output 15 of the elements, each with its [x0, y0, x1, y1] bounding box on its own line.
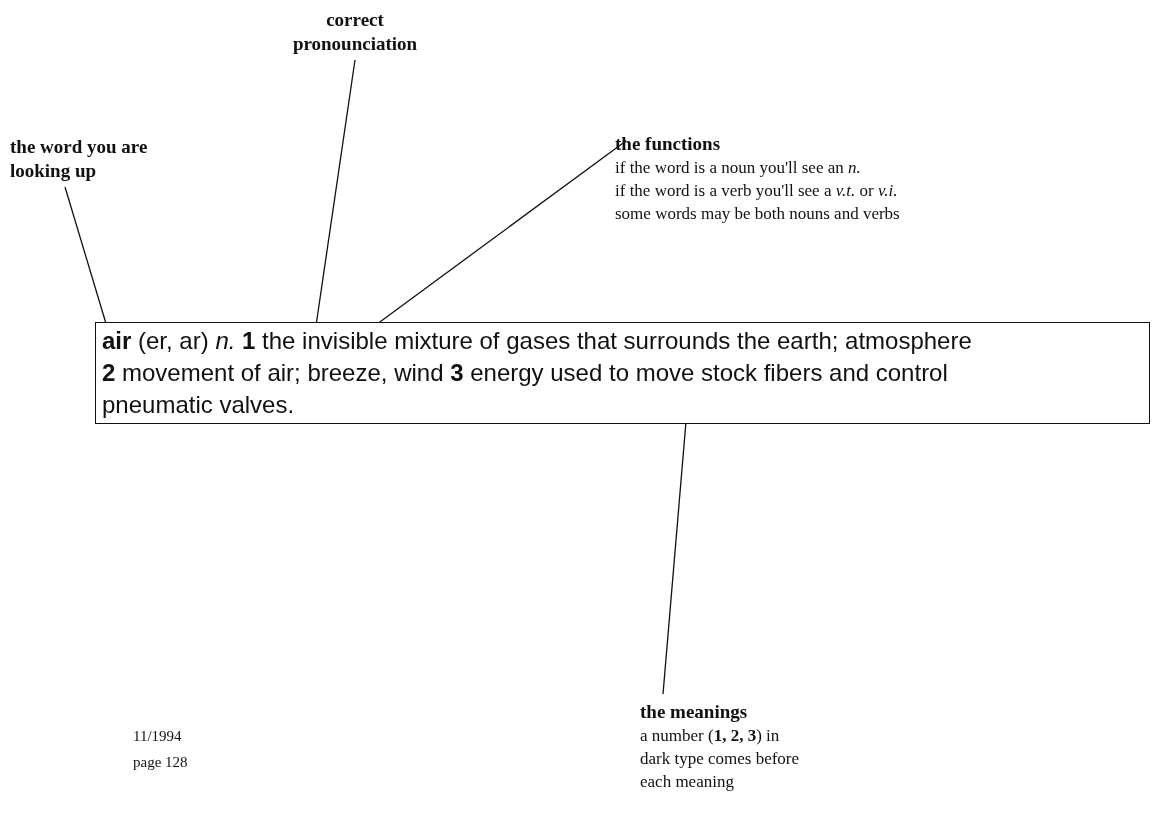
callout-text: if the word is a noun you'll see an n.: [615, 157, 861, 179]
callout-heading: the functions: [615, 132, 721, 156]
callout-text: if the word is a verb you'll see a v.t. or v.i.: [615, 180, 898, 202]
callout-heading: correct pronounciation: [291, 8, 419, 56]
entry-box: [95, 322, 1150, 424]
callout-text: some words may be both nouns and verbs: [615, 203, 900, 225]
leader-line: [64, 186, 107, 323]
page-number: page 128: [133, 754, 188, 771]
dictionary-entry: air (er, ar) n. 1 the invisible mixture of gases that surrounds the earth; atmosphere 2 movement of air; breeze, wind 3 energy used to move stock fibers and control pneumatic valves.: [102, 326, 973, 420]
callout-heading: the meanings: [640, 700, 748, 724]
leader-line: [315, 59, 356, 323]
callout-text: a number (1, 2, 3) in dark type comes before each meaning: [640, 725, 801, 793]
date-text: 11/1994: [133, 728, 182, 745]
callout-heading: the word you are looking up: [10, 135, 149, 183]
leader-line: [662, 423, 687, 695]
